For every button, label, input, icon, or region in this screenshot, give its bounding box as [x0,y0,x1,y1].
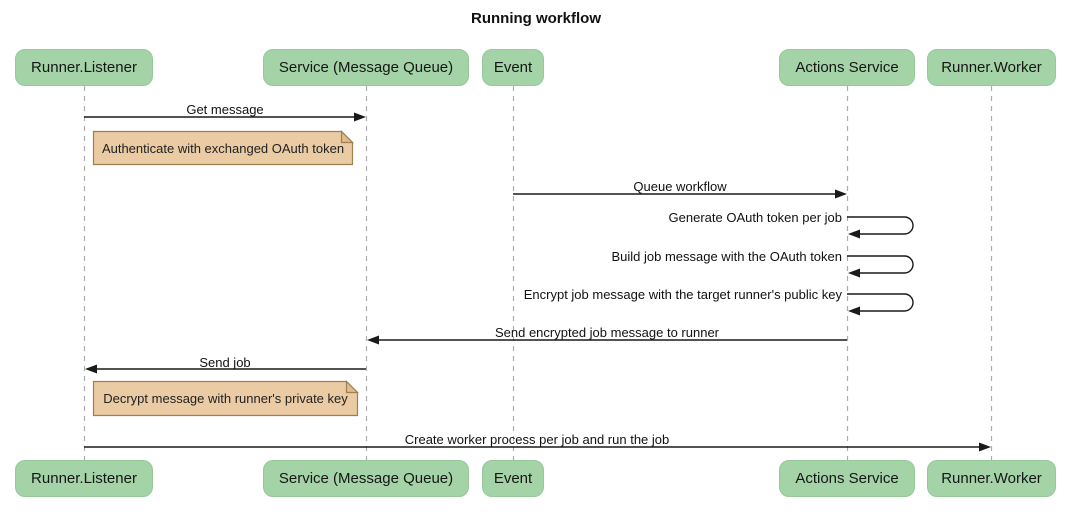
message-label-send-encrypted-job-message: Send encrypted job message to runner [494,325,720,340]
self-arrow-build-job-message [847,255,914,278]
participant-service-queue-top: Service (Message Queue) [263,49,469,86]
message-label-queue-workflow: Queue workflow [633,179,727,194]
note-decrypt-private-key: Decrypt message with runner's private ke… [103,391,348,406]
participant-runner-worker-bottom: Runner.Worker [927,460,1056,497]
message-label-create-worker-process: Create worker process per job and run th… [404,432,670,447]
note-shape-authenticate [92,130,354,166]
participant-runner-listener-top: Runner.Listener [15,49,153,86]
participant-actions-service-top: Actions Service [779,49,915,86]
note-shape-decrypt [92,380,359,417]
arrow-send-encrypted-job-message [367,335,847,345]
message-label-encrypt-job-message: Encrypt job message with the target runn… [523,287,842,302]
participant-runner-listener-bottom: Runner.Listener [15,460,153,497]
arrow-send-job [85,364,366,374]
diagram-title: Running workflow [471,10,601,27]
message-label-send-job: Send job [199,355,251,370]
self-arrow-generate-oauth-token [847,216,914,239]
participant-actions-service-bottom: Actions Service [779,460,915,497]
message-label-get-message: Get message [186,102,264,117]
message-label-generate-oauth-token: Generate OAuth token per job [668,210,842,225]
participant-event-top: Event [482,49,544,86]
participant-service-queue-bottom: Service (Message Queue) [263,460,469,497]
note-authenticate-oauth: Authenticate with exchanged OAuth token [101,140,345,156]
arrow-queue-workflow [513,189,847,199]
arrow-get-message [84,112,366,122]
participant-runner-worker-top: Runner.Worker [927,49,1056,86]
arrow-create-worker-process [84,442,991,452]
self-arrow-encrypt-job-message [847,293,914,316]
participant-event-bottom: Event [482,460,544,497]
message-label-build-job-message: Build job message with the OAuth token [611,249,842,264]
